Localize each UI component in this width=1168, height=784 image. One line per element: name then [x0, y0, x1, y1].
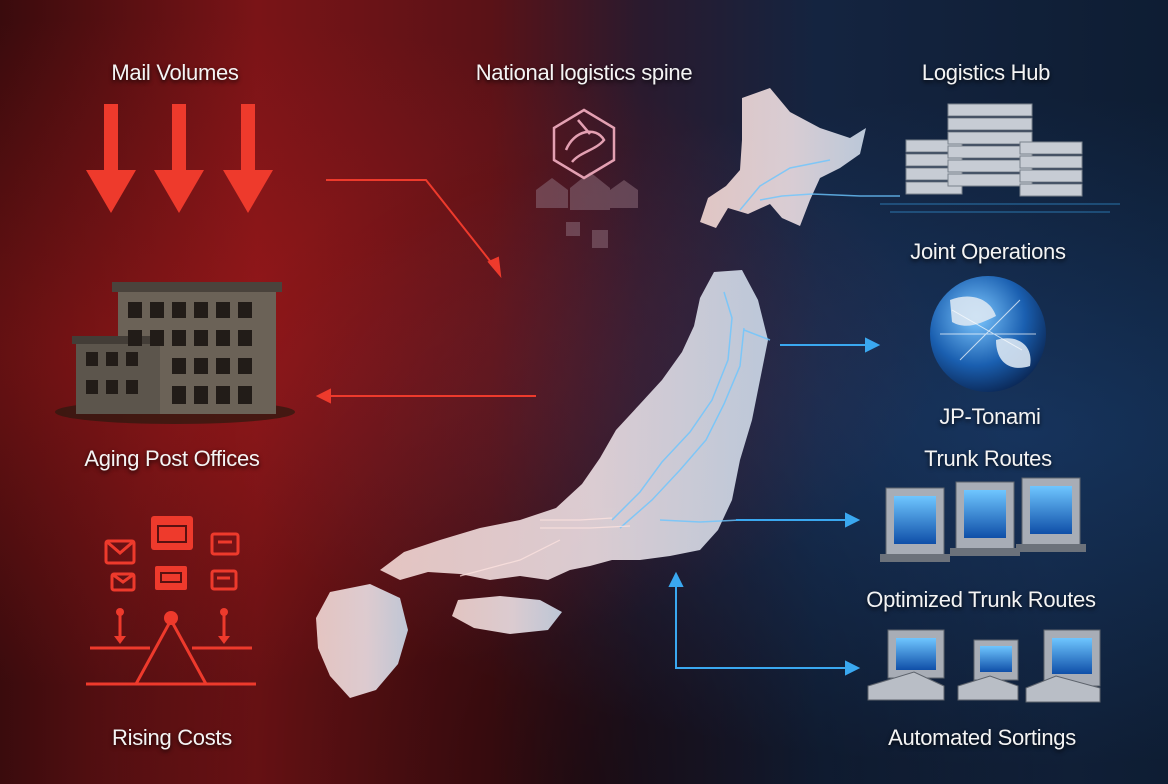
- mail-envelope-icon: [110, 572, 136, 592]
- sorting-machine-icon: [1016, 477, 1086, 552]
- sorting-machine-icon: [867, 629, 945, 701]
- building-icon: [55, 282, 295, 424]
- map-route-lines-warm: [459, 517, 631, 577]
- automated-sortings-label: Automated Sortings: [888, 725, 1076, 750]
- spine-houses: [536, 172, 638, 248]
- automated-sorting-machines: [867, 629, 1101, 703]
- down-arrow-icon: [223, 104, 273, 213]
- japan-post-logo-icon: [552, 108, 616, 180]
- rising-costs-label: Rising Costs: [112, 725, 232, 750]
- logistics-hub-label: Logistics Hub: [921, 60, 1051, 85]
- mail-envelope-icon: [151, 516, 193, 550]
- optimized-trunk-routes-label: Optimized Trunk Routes: [866, 587, 1096, 612]
- server-stack-icon: [880, 103, 1120, 213]
- sorting-machine-icon: [950, 481, 1020, 556]
- mail-volumes-label: Mail Volumes: [111, 60, 239, 85]
- down-arrow-icon: [86, 104, 136, 213]
- trunk-route-machines: [880, 477, 1086, 562]
- globe-icon: [930, 276, 1046, 392]
- aging-post-offices-label: Aging Post Offices: [84, 446, 260, 471]
- red-connectors: [315, 179, 536, 404]
- blue-connectors: [668, 337, 881, 676]
- sorting-machine-icon: [1025, 629, 1101, 703]
- mail-envelope-icon: [210, 532, 240, 556]
- mail-envelope-icon: [155, 566, 187, 590]
- down-arrow-icon: [154, 104, 204, 213]
- japan-map: [316, 88, 866, 698]
- balance-icon: [86, 608, 256, 686]
- rising-costs-graphic: [86, 516, 256, 686]
- sorting-machine-icon: [880, 487, 950, 562]
- sorting-machine-icon: [957, 639, 1019, 701]
- national-spine-label: National logistics spine: [475, 60, 693, 85]
- joint-operations-label: Joint Operations: [910, 239, 1066, 264]
- map-route-lines: [611, 159, 900, 529]
- jp-tonami-label: JP-Tonami: [939, 404, 1041, 429]
- mail-envelope-icon: [104, 539, 136, 565]
- trunk-routes-label: Trunk Routes: [924, 446, 1052, 471]
- mail-envelope-icon: [210, 569, 238, 591]
- mail-volume-arrows: [86, 104, 273, 213]
